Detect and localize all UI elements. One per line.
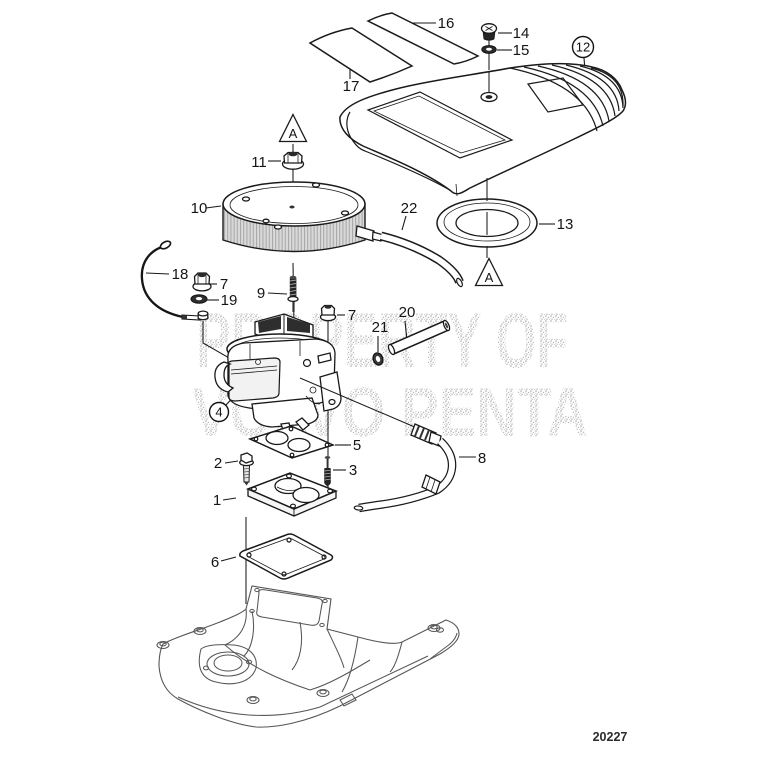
callout-20: 20 (399, 304, 416, 321)
callout-15: 15 (513, 42, 530, 59)
callout-5: 5 (353, 437, 361, 454)
vent-hose-22 (379, 231, 464, 288)
callout-9: 9 (257, 285, 265, 302)
cover-panel-left (366, 91, 514, 159)
view-a-top-label: A (289, 126, 298, 141)
view-a-marker-top: A (278, 113, 308, 143)
leader-hose-8-line (299, 377, 418, 429)
leader-9 (267, 292, 288, 295)
leader-18 (145, 272, 170, 275)
washer-19 (190, 294, 208, 304)
callout-labels: 16 17 14 15 12 11 10 22 13 18 7 19 9 7 2… (172, 15, 595, 571)
callout-4: 4 (215, 405, 222, 420)
carburetor-4 (214, 313, 342, 434)
callout-22: 22 (401, 200, 418, 217)
leader-22 (401, 215, 407, 231)
callout-7-left: 7 (220, 276, 228, 293)
nut-7-left (192, 272, 212, 292)
decal-16 (366, 12, 480, 65)
callout-18: 18 (172, 266, 189, 283)
flame-arrestor-10 (222, 181, 383, 253)
arrestor-vent-fitting (355, 225, 383, 242)
manifold-bolt-bosses (156, 623, 441, 705)
spacer-plate-1 (246, 472, 338, 517)
drawing-number: 20227 (593, 730, 628, 744)
callout-6: 6 (211, 554, 219, 571)
callout-7-right: 7 (348, 307, 356, 324)
nut-7-right (319, 304, 337, 322)
view-a-marker-bottom: A (474, 257, 504, 287)
callout-16: 16 (438, 15, 455, 32)
washer-15 (481, 45, 497, 54)
fuel-hose-8 (353, 423, 457, 513)
leader-2 (224, 460, 239, 464)
bolt-2 (239, 452, 254, 486)
stud-9 (287, 275, 299, 312)
callout-1: 1 (213, 492, 221, 509)
nut-11 (281, 151, 305, 170)
view-a-bottom-label: A (485, 270, 494, 285)
callout-4-circled: 4 (208, 401, 230, 423)
screw-14 (480, 23, 498, 41)
gasket-5 (247, 425, 336, 459)
cable-18 (140, 240, 201, 321)
gasket-6 (239, 533, 334, 580)
engine-cover (339, 63, 627, 197)
callout-19: 19 (221, 292, 238, 309)
decal-17 (308, 27, 414, 83)
leader-1 (222, 497, 237, 501)
cover-ribs (509, 64, 624, 132)
intake-manifold (156, 585, 460, 728)
callout-11: 11 (251, 154, 267, 171)
callout-13: 13 (557, 216, 574, 233)
callout-3: 3 (349, 462, 357, 479)
callout-8: 8 (478, 450, 486, 467)
leader-6 (220, 556, 237, 562)
clamp-ring-21 (372, 352, 384, 366)
cover-screw-hole (480, 91, 498, 103)
callout-10: 10 (191, 200, 208, 217)
callout-12: 12 (576, 40, 590, 55)
callout-21: 21 (372, 319, 389, 336)
fuel-tube-20 (387, 319, 451, 356)
arrestor-center-hole (289, 205, 295, 209)
leader-10 (205, 205, 222, 209)
stud-3 (324, 456, 331, 487)
callout-2: 2 (214, 455, 222, 472)
callout-14: 14 (513, 25, 530, 42)
callout-12-circled: 12 (571, 35, 595, 59)
mounting-stud-small (197, 310, 209, 321)
callout-17: 17 (343, 78, 360, 95)
